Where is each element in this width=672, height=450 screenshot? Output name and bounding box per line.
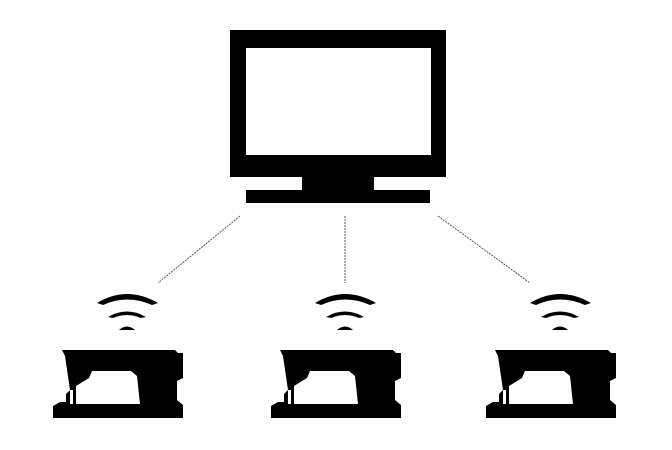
connector-line-1 [157, 215, 241, 284]
wifi-icon [97, 294, 158, 330]
sewing-machine-icon [271, 350, 401, 418]
sewing-machine-icon [53, 350, 183, 418]
sewing-machine-2 [271, 294, 401, 418]
sewing-machine-3 [486, 294, 616, 418]
sewing-machine-1 [53, 294, 183, 418]
wifi-icon [530, 294, 591, 330]
sewing-machine-icon [486, 350, 616, 418]
monitor-icon [230, 30, 446, 203]
connector-line-3 [437, 215, 531, 284]
wifi-icon [315, 294, 376, 330]
